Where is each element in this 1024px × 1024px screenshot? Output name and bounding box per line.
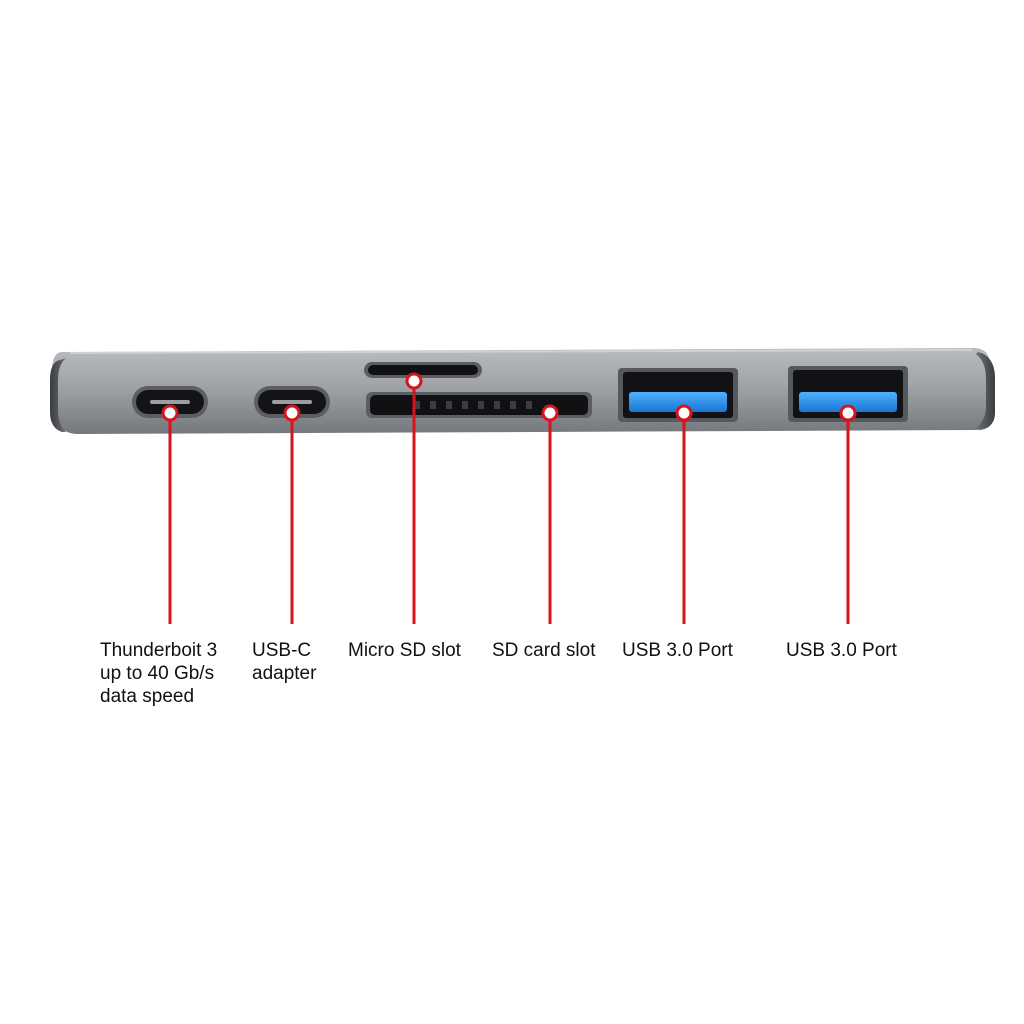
- label-micro-sd-line1: Micro SD slot: [348, 640, 461, 661]
- label-sd-card-line1: SD card slot: [492, 640, 596, 661]
- callout-dot-usb3-1: [675, 404, 693, 422]
- label-thunderbolt-line3: data speed: [100, 686, 195, 707]
- label-usb-c-line1: USB-C: [252, 640, 312, 661]
- callout-dot-usb3-2: [839, 404, 857, 422]
- label-thunderbolt-line2: up to 40 Gb/s: [100, 663, 215, 684]
- label-usb3-2-line1: USB 3.0 Port: [786, 640, 897, 661]
- label-thunderbolt-line1: Thunderboit 3: [100, 640, 218, 661]
- usb-c-port: [254, 386, 330, 418]
- label-usb3-1: USB 3.0 Port: [622, 639, 733, 662]
- usb3-port-2: [788, 366, 908, 422]
- callout-dot-usb-c: [283, 404, 301, 422]
- callout-lines: [161, 372, 857, 624]
- label-micro-sd: Micro SD slot: [348, 639, 461, 662]
- label-usb3-1-line1: USB 3.0 Port: [622, 640, 733, 661]
- label-thunderbolt: Thunderboit 3 up to 40 Gb/s data speed: [100, 639, 217, 708]
- thunderbolt-port: [132, 386, 208, 418]
- callout-dot-sd-card: [541, 404, 559, 422]
- callout-dot-micro-sd: [405, 372, 423, 390]
- usb3-port-1: [618, 368, 738, 422]
- label-usb3-2: USB 3.0 Port: [786, 639, 897, 662]
- label-usb-c: USB-C adapter: [252, 639, 316, 685]
- sd-card-slot: [366, 392, 592, 418]
- micro-sd-slot: [364, 362, 482, 378]
- label-sd-card: SD card slot: [492, 639, 595, 662]
- label-usb-c-line2: adapter: [252, 663, 317, 684]
- callout-dot-thunderbolt: [161, 404, 179, 422]
